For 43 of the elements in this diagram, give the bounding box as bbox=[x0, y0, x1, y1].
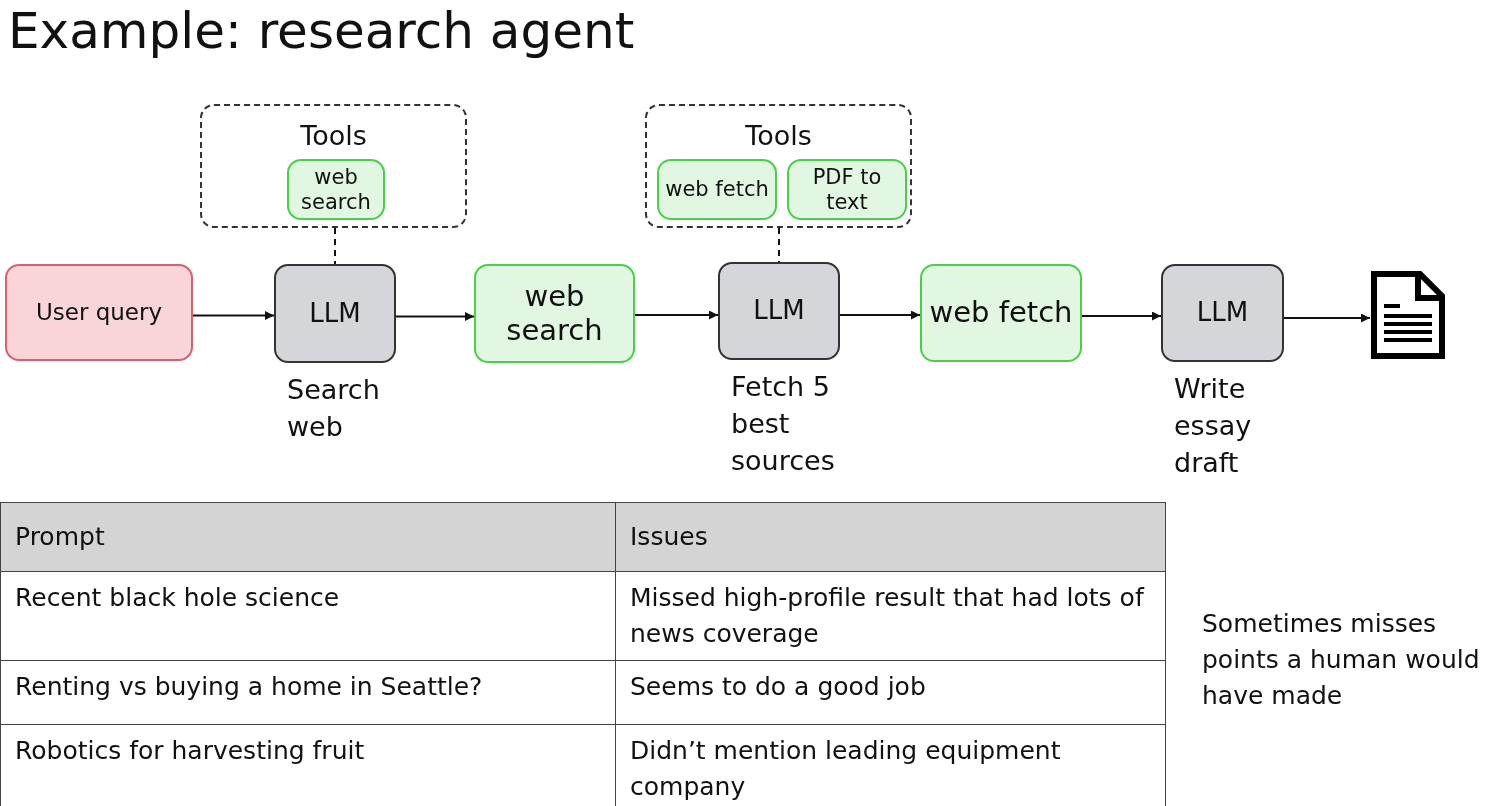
llm-box bbox=[274, 264, 396, 363]
node-label: web search bbox=[300, 165, 372, 214]
arrow bbox=[634, 310, 719, 320]
arrow bbox=[1283, 313, 1371, 323]
table-cell: Recent black hole science bbox=[0, 571, 616, 661]
arrow bbox=[192, 311, 275, 320]
node-label: User query bbox=[35, 299, 163, 326]
step-caption: Search web bbox=[287, 373, 381, 444]
table-cell: Renting vs buying a home in Seattle? bbox=[0, 660, 616, 725]
step-caption: Write essay draft bbox=[1174, 372, 1253, 480]
document-icon bbox=[1370, 270, 1446, 360]
header-cell: Issues bbox=[615, 502, 1166, 572]
title: Example: research agent bbox=[8, 2, 635, 60]
arrow bbox=[395, 312, 475, 321]
tool-chip bbox=[287, 159, 385, 220]
dashed-connector bbox=[334, 227, 336, 265]
table-cell: Seems to do a good job bbox=[615, 660, 1166, 725]
note: Sometimes misses points a human would have made bbox=[1202, 608, 1481, 712]
arrow bbox=[1081, 311, 1162, 321]
tool-chip bbox=[657, 159, 777, 220]
tools-group bbox=[200, 104, 467, 228]
group-title: Tools bbox=[745, 120, 812, 152]
tool-chip bbox=[787, 159, 907, 220]
table-cell: Robotics for harvesting fruit bbox=[0, 724, 616, 806]
node-label: LLM bbox=[1196, 298, 1249, 328]
node-label: web fetch bbox=[665, 177, 769, 202]
llm-box bbox=[718, 262, 840, 360]
arrow bbox=[839, 310, 921, 320]
node-label: LLM bbox=[309, 298, 361, 329]
node-label: web search bbox=[505, 280, 604, 347]
node-label: PDF to text bbox=[811, 165, 883, 214]
input-box bbox=[5, 264, 193, 361]
tools-group bbox=[645, 104, 912, 228]
llm-box bbox=[1161, 264, 1284, 362]
step-caption: Fetch 5 best sources bbox=[731, 370, 836, 478]
node-label: web fetch bbox=[929, 296, 1073, 330]
dashed-connector bbox=[778, 227, 780, 263]
group-title: Tools bbox=[300, 120, 367, 152]
table-cell: Missed high-profile result that had lots of news coverage bbox=[615, 571, 1166, 661]
node-label: LLM bbox=[753, 296, 805, 326]
tool-box bbox=[920, 264, 1082, 362]
tool-box bbox=[474, 264, 635, 363]
header-cell: Prompt bbox=[0, 502, 616, 572]
